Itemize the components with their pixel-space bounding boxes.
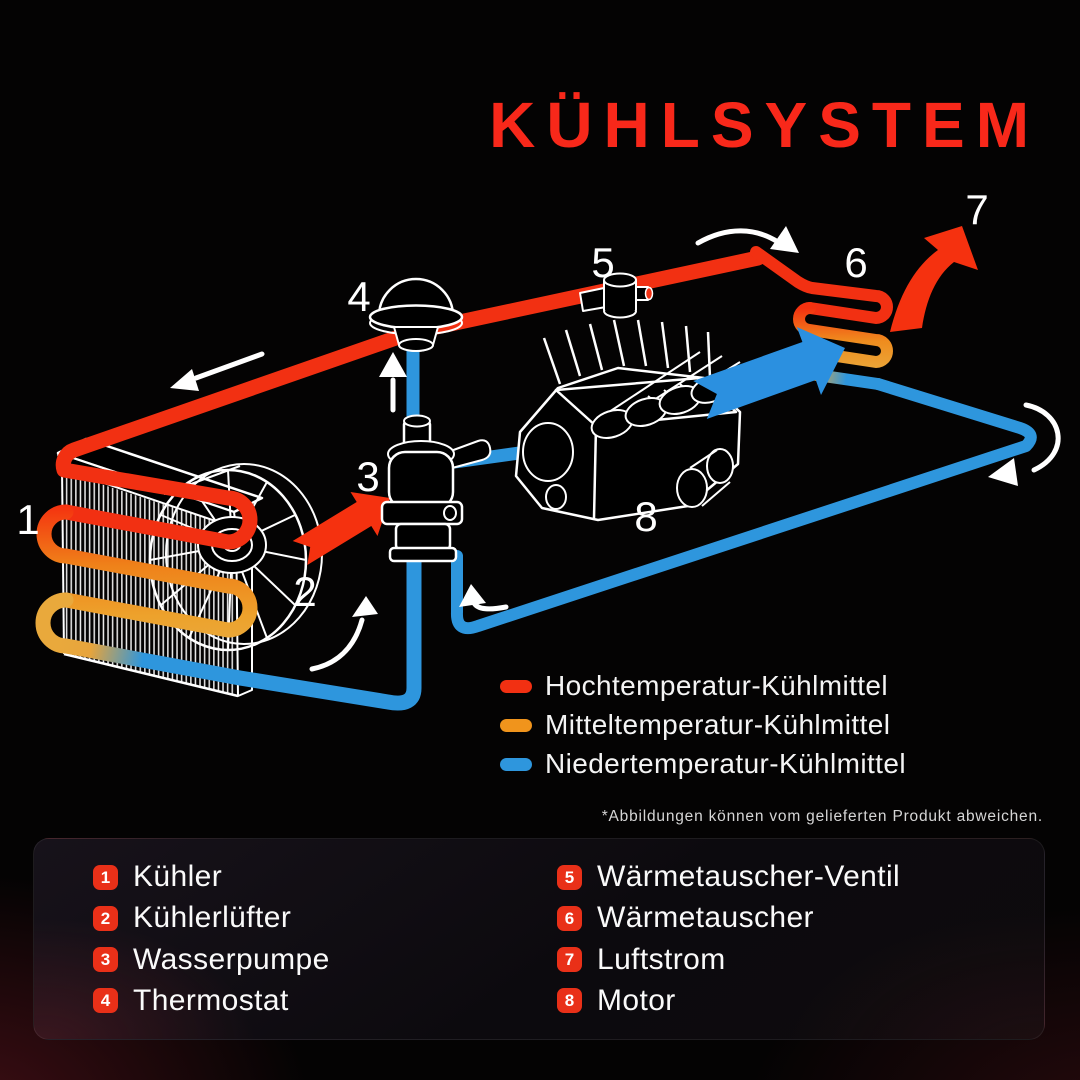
water-pump-illustration <box>380 414 492 563</box>
part-label: Luftstrom <box>597 942 726 976</box>
page-title: KÜHLSYSTEM <box>489 89 1040 161</box>
number-badge: 1 <box>93 864 118 890</box>
radiator-coolant-path <box>35 250 766 711</box>
legend-label: Mitteltemperatur-Kühlmittel <box>545 709 891 740</box>
parts-list-panel: 1 Kühler 2 Kühlerlüfter 3 Wasserpumpe 4 … <box>33 838 1045 1040</box>
list-item: 3 Wasserpumpe <box>93 943 557 977</box>
part-label: Wasserpumpe <box>133 942 330 976</box>
mid-coolant-swatch <box>500 718 532 732</box>
list-item: 7 Luftstrom <box>557 943 1044 977</box>
number-badge: 7 <box>557 947 582 973</box>
callout-number-6: 6 <box>844 239 868 286</box>
list-item: 8 Motor <box>557 984 1044 1018</box>
number-badge: 6 <box>557 905 582 931</box>
part-label: Wärmetauscher-Ventil <box>597 860 901 894</box>
white-flow-arrows <box>170 226 1061 672</box>
callout-number-3: 3 <box>356 453 380 500</box>
part-label: Thermostat <box>133 983 289 1017</box>
part-label: Wärmetauscher <box>597 901 814 935</box>
list-item: 2 Kühlerlüfter <box>93 901 557 935</box>
parts-column-right: 5 Wärmetauscher-Ventil 6 Wärmetauscher 7… <box>557 839 1044 1039</box>
list-item: 5 Wärmetauscher-Ventil <box>557 860 1044 894</box>
legend-item-mid: Mitteltemperatur-Kühlmittel <box>500 709 906 740</box>
parts-column-left: 1 Kühler 2 Kühlerlüfter 3 Wasserpumpe 4 … <box>93 839 557 1039</box>
airflow-arrow-red <box>292 492 390 565</box>
engine-illustration <box>514 319 742 522</box>
number-badge: 4 <box>93 988 118 1014</box>
callout-number-8: 8 <box>634 493 658 540</box>
valve-illustration <box>579 272 654 319</box>
part-label: Kühlerlüfter <box>133 901 292 935</box>
number-badge: 2 <box>93 905 118 931</box>
list-item: 1 Kühler <box>93 860 557 894</box>
legend-label: Niedertemperatur-Kühlmittel <box>545 748 906 779</box>
part-label: Motor <box>597 983 676 1017</box>
cold-coolant-swatch <box>500 757 532 771</box>
airflow-arrow-seven <box>890 226 978 332</box>
number-badge: 3 <box>93 947 118 973</box>
callout-number-4: 4 <box>347 273 371 320</box>
callout-number-5: 5 <box>591 239 615 286</box>
number-badge: 5 <box>557 864 582 890</box>
disclaimer-note: *Abbildungen können vom gelieferten Prod… <box>601 808 1043 825</box>
number-badge: 8 <box>557 988 582 1014</box>
legend-item-cold: Niedertemperatur-Kühlmittel <box>500 748 906 779</box>
hot-coolant-swatch <box>500 679 532 693</box>
list-item: 6 Wärmetauscher <box>557 901 1044 935</box>
callout-number-7: 7 <box>965 186 989 233</box>
coolant-flow-arrow-blue <box>693 327 845 419</box>
legend: Hochtemperatur-Kühlmittel Mitteltemperat… <box>500 670 906 789</box>
legend-label: Hochtemperatur-Kühlmittel <box>545 670 889 701</box>
legend-item-hot: Hochtemperatur-Kühlmittel <box>500 670 906 701</box>
callout-number-1: 1 <box>16 496 40 543</box>
callout-number-2: 2 <box>293 568 317 615</box>
part-label: Kühler <box>133 860 223 894</box>
list-item: 4 Thermostat <box>93 984 557 1018</box>
thermostat-illustration <box>368 277 464 352</box>
